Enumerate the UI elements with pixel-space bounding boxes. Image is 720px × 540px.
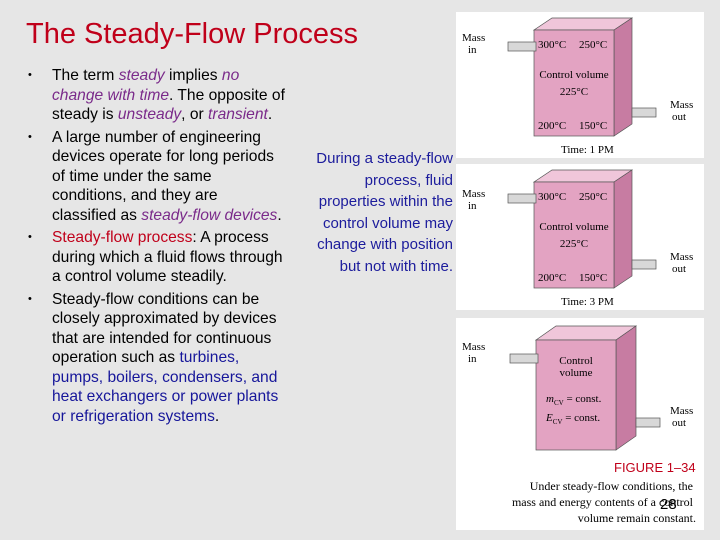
text: implies bbox=[164, 67, 222, 84]
term-steady: steady bbox=[118, 67, 165, 84]
text: Steady-flow conditions can be closely ap… bbox=[52, 290, 277, 367]
temp-top-left: 300°C bbox=[538, 191, 566, 203]
text: A large number of engineering devices op… bbox=[52, 128, 274, 224]
temp-top-left: 300°C bbox=[538, 39, 566, 51]
time-label: Time: 3 PM bbox=[561, 296, 614, 308]
temp-bottom-right: 150°C bbox=[579, 272, 607, 284]
side-note: During a steady-flow process, fluid prop… bbox=[316, 150, 453, 275]
box-side-face bbox=[613, 17, 633, 137]
term-unsteady: unsteady bbox=[117, 106, 182, 123]
figure-caption: Under steady-flow conditions, the mass a… bbox=[512, 479, 696, 525]
temp-top-right: 250°C bbox=[579, 39, 607, 51]
time-label: Time: 1 PM bbox=[561, 144, 614, 156]
bullet-steady-definition: • The term steady implies no change with… bbox=[24, 66, 286, 125]
box-side-face bbox=[613, 169, 633, 289]
term-transient: transient bbox=[208, 106, 268, 123]
text: . bbox=[214, 407, 220, 425]
page-title: The Steady-Flow Process bbox=[26, 18, 359, 50]
box-side-face bbox=[615, 325, 637, 451]
box-front-face bbox=[533, 181, 615, 289]
temp-top-right: 250°C bbox=[579, 191, 607, 203]
text: : A process during which a fluid flows t… bbox=[52, 229, 283, 285]
bullet-steady-flow-process: • Steady-flow process: A process during … bbox=[24, 228, 286, 287]
outlet-pipe bbox=[631, 259, 657, 270]
temp-middle: 225°C bbox=[560, 86, 588, 98]
bullet-dot: • bbox=[28, 231, 32, 243]
text: . The opposite of steady is bbox=[52, 86, 285, 124]
energy-constant-equation: ECV = const. bbox=[545, 412, 600, 426]
box-front-face bbox=[535, 339, 617, 451]
term-no-change: no change with time bbox=[52, 67, 240, 104]
box-front-face bbox=[533, 29, 615, 137]
figure-label: FIGURE 1–34 bbox=[614, 460, 696, 475]
temp-middle: 225°C bbox=[560, 238, 588, 250]
term-steady-flow-devices: steady-flow devices bbox=[141, 206, 278, 224]
inlet-pipe bbox=[509, 353, 539, 364]
control-volume-label: Control volume bbox=[539, 69, 608, 81]
outlet-pipe bbox=[631, 107, 657, 118]
bullet-list: • The term steady implies no change with… bbox=[24, 66, 286, 429]
bullet-dot: • bbox=[28, 292, 32, 305]
term-devices-list: turbines, pumps, boilers, condensers, an… bbox=[52, 349, 279, 425]
text: . bbox=[267, 106, 273, 123]
page-number: 28 bbox=[660, 496, 677, 513]
inlet-pipe bbox=[507, 193, 537, 204]
bullet-dot: • bbox=[28, 130, 32, 143]
inlet-pipe bbox=[507, 41, 537, 52]
temp-bottom-right: 150°C bbox=[579, 120, 607, 132]
control-volume-label: Control volume bbox=[539, 221, 608, 233]
temp-bottom-left: 200°C bbox=[538, 272, 566, 284]
text: . bbox=[277, 206, 282, 224]
bullet-dot: • bbox=[28, 69, 32, 81]
mass-constant-equation: mCV = const. bbox=[546, 393, 602, 407]
temp-bottom-left: 200°C bbox=[538, 120, 566, 132]
text: The term bbox=[52, 67, 119, 84]
term-steady-flow-process: Steady-flow process bbox=[52, 229, 193, 246]
bullet-steady-flow-conditions: • Steady-flow conditions can be closely … bbox=[24, 290, 286, 427]
text: , or bbox=[181, 106, 209, 123]
outlet-pipe bbox=[635, 417, 661, 428]
bullet-steady-flow-devices: • A large number of engineering devices … bbox=[24, 128, 286, 226]
